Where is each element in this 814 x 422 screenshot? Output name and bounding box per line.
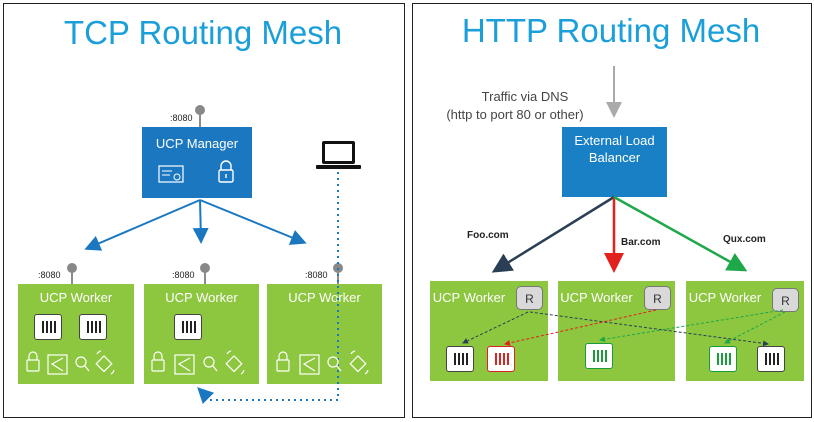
worker-label: UCP Worker	[39, 290, 113, 305]
manager-port-label: :8080	[170, 113, 193, 123]
container-icon	[709, 346, 737, 372]
router-box: R	[772, 288, 799, 312]
external-load-balancer: External Load Balancer	[562, 127, 667, 197]
worker-port-label: :8080	[172, 270, 195, 280]
worker-label: UCP Worker	[288, 290, 361, 305]
container-icon	[487, 346, 515, 372]
container-icon	[446, 346, 474, 372]
route-foo-label: Foo.com	[467, 230, 509, 241]
worker-port-label: :8080	[38, 270, 61, 280]
container-icon	[79, 314, 107, 340]
lock-icon	[218, 160, 234, 183]
worker-label: UCP Worker	[165, 290, 238, 305]
route-qux-label: Qux.com	[723, 234, 766, 245]
http-title: HTTP Routing Mesh	[461, 12, 761, 49]
ucp-manager-label: UCP Manager	[155, 136, 239, 151]
tcp-title: TCP Routing Mesh	[63, 14, 343, 51]
route-bar-label: Bar.com	[621, 237, 661, 248]
certificate-icon	[158, 165, 184, 183]
tcp-worker-3: UCP Worker	[267, 284, 382, 384]
container-icon	[34, 314, 62, 340]
router-box: R	[516, 286, 543, 310]
worker-label: UCP Worker	[688, 290, 762, 305]
worker-label: UCP Worker	[560, 290, 633, 305]
ucp-manager-node: UCP Manager	[142, 127, 252, 198]
lb-label-line1: External Load	[574, 133, 655, 148]
router-box: R	[644, 286, 671, 310]
worker-label: UCP Worker	[432, 290, 506, 305]
dns-text-line1: Traffic via DNS	[481, 89, 569, 104]
worker-port-label: :8080	[305, 270, 328, 280]
container-icon	[174, 314, 202, 340]
lb-label-line2: Balancer	[588, 150, 641, 165]
dns-text-line2: (http to port 80 or other)	[446, 107, 584, 122]
container-icon	[585, 343, 613, 369]
container-icon	[757, 346, 785, 372]
